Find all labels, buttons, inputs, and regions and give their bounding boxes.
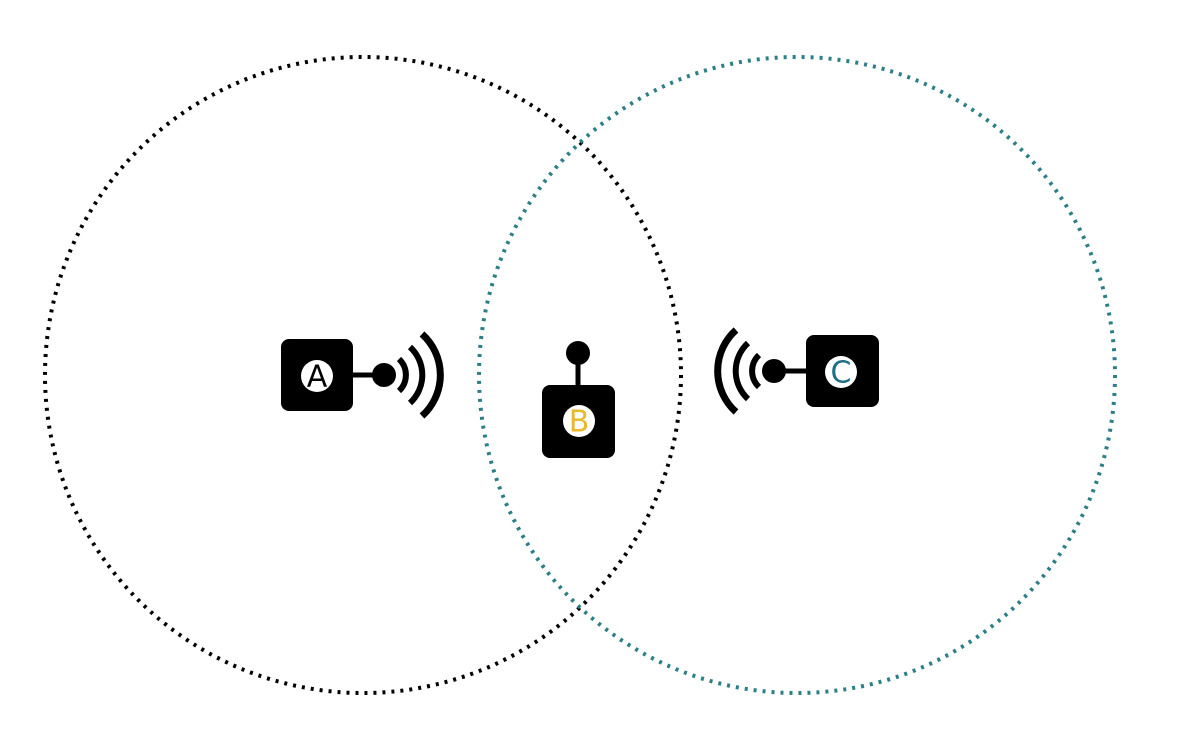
node-b-badge bbox=[563, 405, 595, 437]
node-c-antenna-tip bbox=[762, 359, 786, 383]
node-a-badge bbox=[301, 360, 333, 392]
node-c: C bbox=[714, 327, 879, 415]
node-c-label: C bbox=[831, 356, 852, 391]
signal-wave-a-1 bbox=[396, 356, 409, 394]
signal-wave-c-3 bbox=[714, 327, 739, 415]
node-a-antenna-tip bbox=[372, 363, 396, 387]
node-c-badge bbox=[825, 356, 857, 388]
signal-wave-c-2 bbox=[732, 340, 751, 402]
range-circle-a bbox=[43, 55, 683, 695]
node-a-label: A bbox=[307, 360, 328, 395]
node-a: A bbox=[281, 331, 444, 419]
wireless-signal-icon bbox=[714, 327, 762, 415]
node-b-label: B bbox=[569, 405, 590, 440]
signal-wave-c-1 bbox=[749, 352, 762, 390]
signal-wave-a-2 bbox=[407, 344, 426, 406]
wireless-signal-icon bbox=[396, 331, 444, 419]
signal-wave-a-3 bbox=[419, 331, 444, 419]
range-circle-c bbox=[477, 55, 1117, 695]
node-b: B bbox=[542, 341, 615, 458]
node-b-antenna-tip bbox=[566, 341, 590, 365]
